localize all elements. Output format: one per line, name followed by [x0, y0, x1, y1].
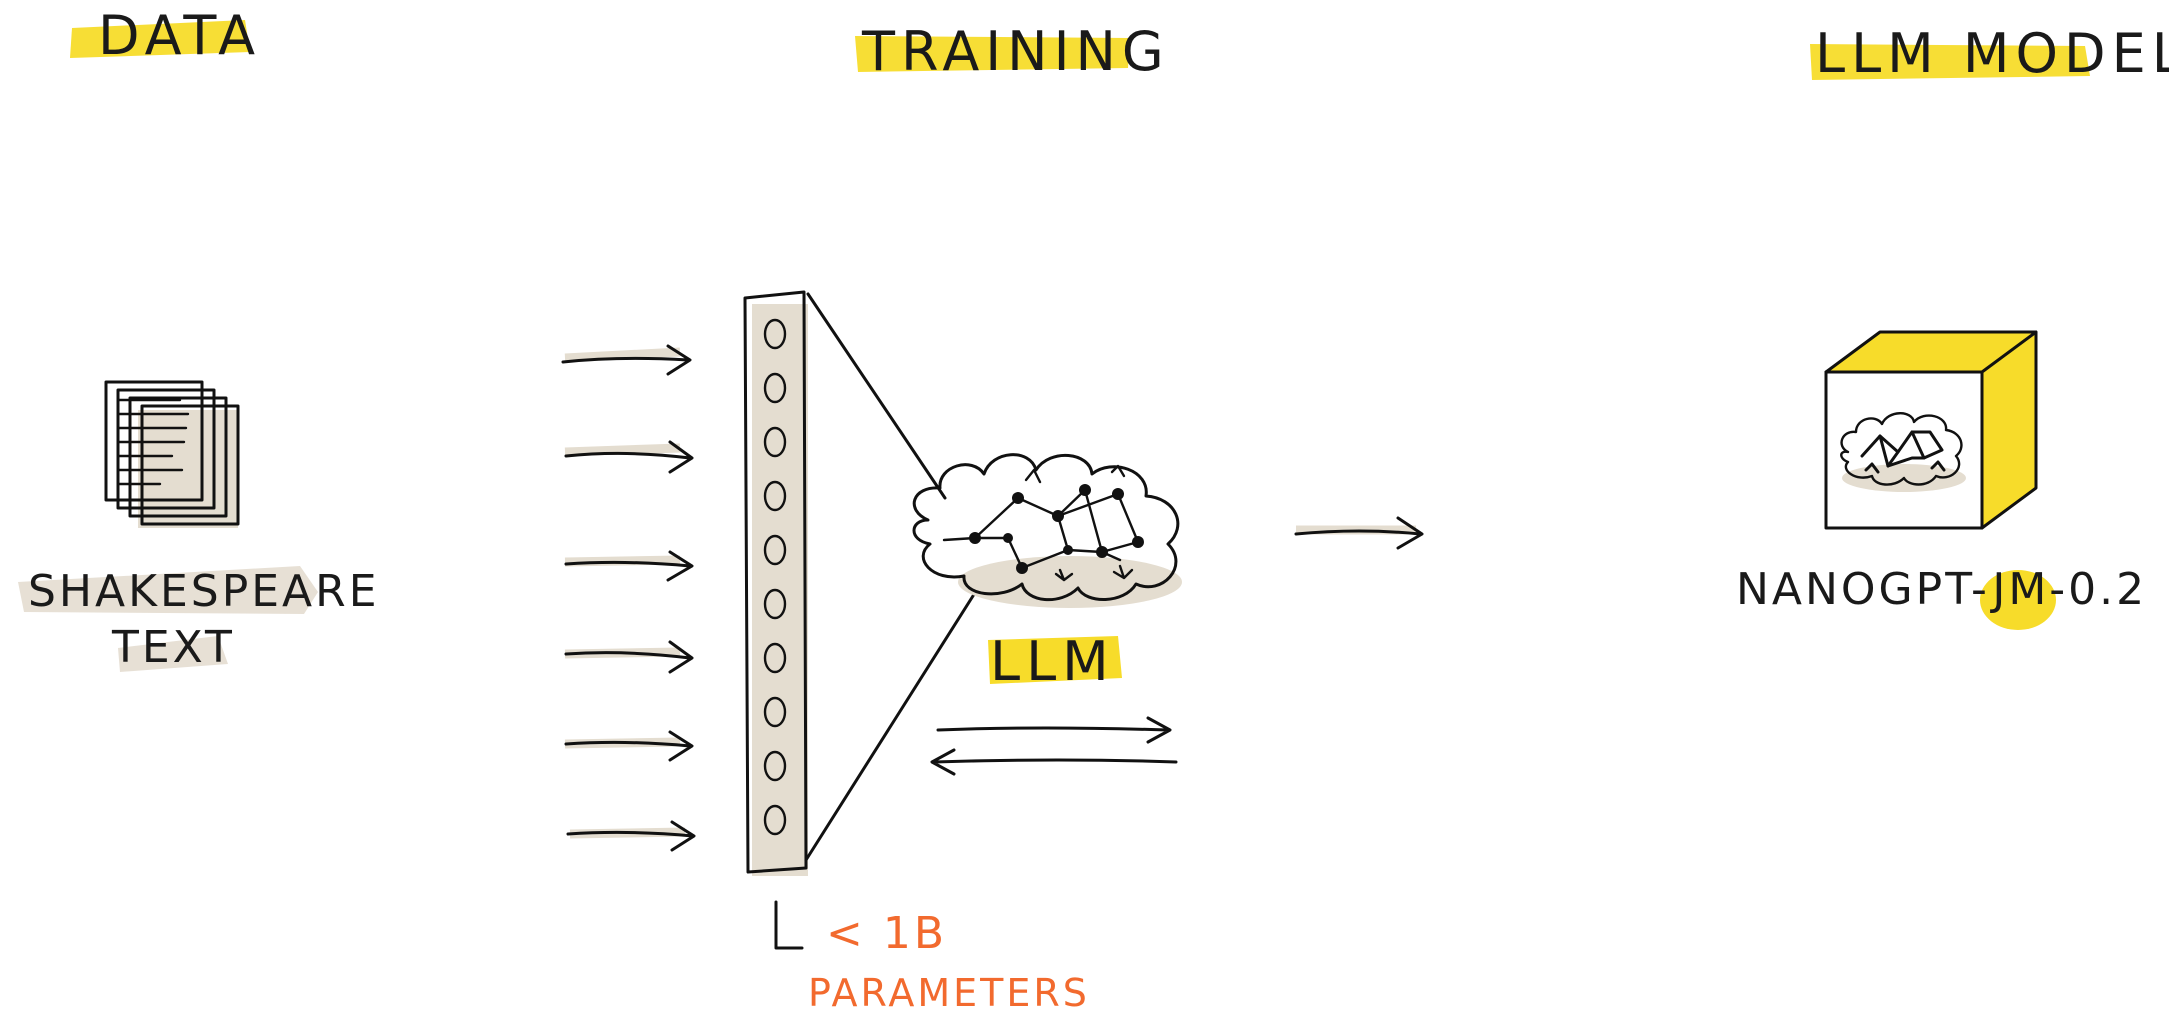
parameter-count: < 1B — [826, 908, 947, 959]
output-arrow — [1294, 516, 1424, 550]
data-label-line2: TEXT — [111, 622, 235, 673]
input-arrows — [561, 344, 696, 852]
heading-data-text: DATA — [98, 4, 261, 67]
data-label: SHAKESPEARE TEXT — [18, 566, 380, 673]
llm-label: LLM — [988, 630, 1122, 693]
llm-label-text: LLM — [990, 630, 1115, 693]
stacked-documents-icon — [104, 380, 240, 528]
model-name: NANOGPT-JM-0.2 — [1736, 564, 2147, 630]
training-loop-arrows — [930, 716, 1178, 776]
neural-network-layer — [743, 290, 980, 876]
heading-training-text: TRAINING — [861, 20, 1170, 83]
data-label-line1: SHAKESPEARE — [28, 566, 380, 617]
parameter-bracket — [774, 900, 804, 950]
heading-llm-model-text: LLM MODEL — [1815, 22, 2169, 85]
parameter-unit: PARAMETERS — [808, 971, 1090, 1015]
brain-network-icon — [912, 453, 1182, 608]
heading-data: DATA — [70, 4, 261, 67]
model-name-text: NANOGPT-JM-0.2 — [1736, 564, 2147, 615]
heading-llm-model: LLM MODEL — [1810, 22, 2169, 85]
heading-training: TRAINING — [855, 20, 1170, 83]
yellow-box-icon — [1824, 330, 2038, 530]
